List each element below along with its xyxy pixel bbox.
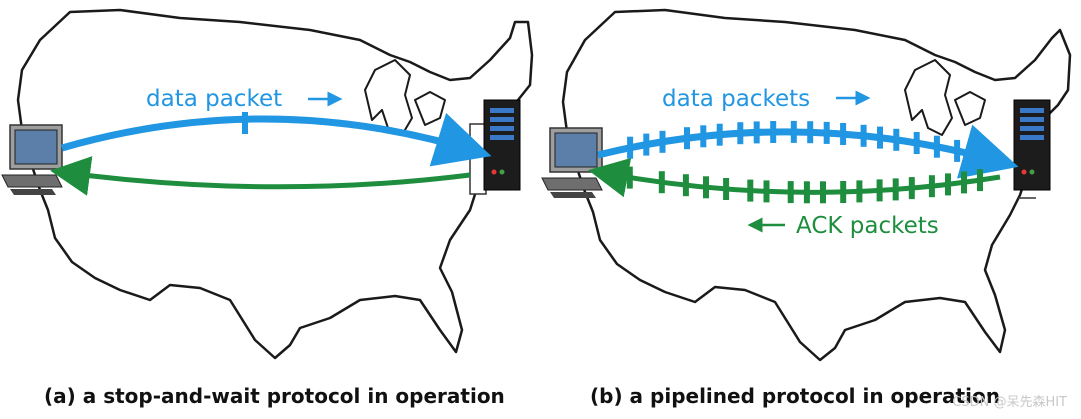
- ack-packet-marker: [856, 180, 863, 203]
- ack-packet-marker: [763, 180, 770, 203]
- data-packet-marker: [933, 135, 940, 158]
- server-tower-b: [1013, 99, 1051, 199]
- ack-packet-marker: [682, 174, 689, 197]
- data-packet-marker: [790, 120, 797, 143]
- data-packets-label: data packets: [662, 86, 810, 112]
- ack-arrow-b: [588, 157, 1001, 198]
- data-packet-label: data packet: [146, 86, 282, 112]
- data-packet-marker: [877, 126, 883, 149]
- data-packet-marker: [659, 130, 666, 153]
- data-packet-marker: [753, 121, 760, 144]
- caption-panel-b: (b) a pipelined protocol in operation: [590, 384, 1000, 408]
- data-packet-marker: [684, 127, 690, 150]
- ack-arrow-a: [50, 156, 471, 196]
- ack-packets-label: ACK packets: [796, 213, 939, 239]
- ack-packet-marker: [703, 176, 709, 199]
- data-packet-marker: [954, 139, 961, 162]
- ack-packet-marker: [876, 179, 883, 202]
- ack-packet-marker: [908, 177, 915, 200]
- data-packets-group: [627, 120, 961, 162]
- client-computer-b: [541, 127, 603, 198]
- watermark: CSDN @呆先森HIT: [952, 395, 1067, 410]
- data-packet-marker: [643, 133, 650, 156]
- client-computer-a: [1, 124, 63, 195]
- ack-packet-marker: [892, 178, 899, 201]
- ack-packet-marker: [658, 171, 665, 194]
- ack-packet-marker: [787, 181, 794, 204]
- ack-packet-marker: [626, 166, 633, 189]
- server-tower-a: [469, 99, 521, 195]
- ack-packet-marker: [747, 179, 754, 202]
- ack-packet-marker: [961, 171, 967, 194]
- data-arrow-b: [597, 124, 1019, 179]
- data-packet-marker: [807, 121, 814, 144]
- great-lakes-b: [904, 59, 986, 136]
- data-packet-marker: [737, 122, 744, 145]
- data-packet-marker: [716, 123, 723, 146]
- ack-packets-group: [626, 166, 983, 204]
- great-lakes-a: [364, 59, 446, 136]
- ack-packet-marker: [820, 181, 826, 204]
- ack-packet-marker: [723, 178, 730, 200]
- ack-packet-marker: [840, 181, 847, 203]
- caption-panel-a: (a) a stop-and-wait protocol in operatio…: [44, 384, 505, 408]
- data-packet-marker-a: [242, 112, 248, 134]
- panel-b-pipelined: data packets ACK packets: [541, 8, 1072, 362]
- ack-packet-marker: [977, 169, 983, 192]
- ack-packet-marker: [803, 181, 810, 204]
- data-packet-marker: [840, 123, 847, 145]
- data-packet-marker: [823, 121, 830, 144]
- ack-packet-marker: [945, 173, 951, 196]
- data-packet-marker: [700, 125, 707, 148]
- ack-packet-marker: [928, 175, 935, 198]
- data-packet-marker: [860, 124, 867, 147]
- data-packet-marker: [913, 132, 920, 154]
- us-map-outline-a: [16, 8, 534, 360]
- us-map-outline-b: [561, 8, 1072, 362]
- data-packet-marker: [770, 121, 777, 143]
- data-arrow-a: [61, 112, 492, 167]
- data-packet-marker: [627, 136, 634, 159]
- panel-a-stop-and-wait: data packet: [1, 8, 534, 360]
- data-packet-marker: [893, 128, 900, 151]
